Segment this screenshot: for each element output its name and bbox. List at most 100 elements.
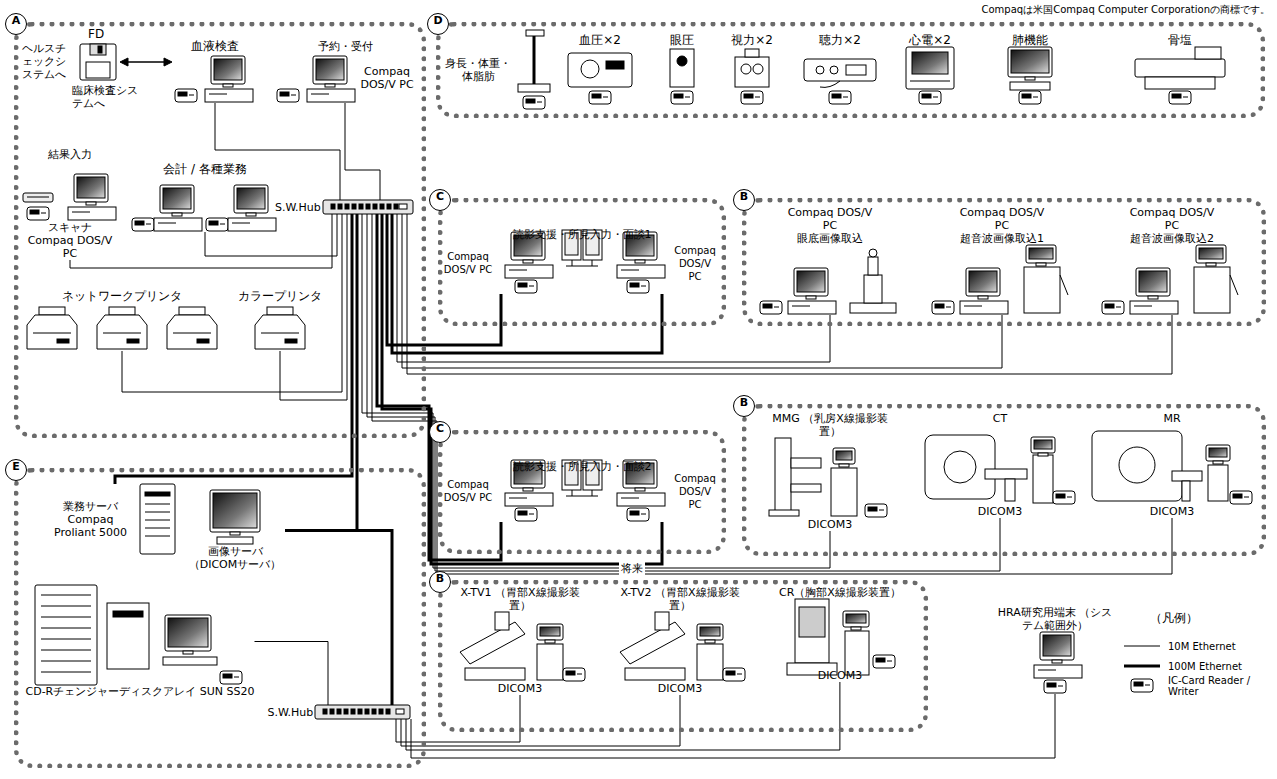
- device-node: 身長・体重・体脂肪: [442, 30, 558, 110]
- device-row: 身長・体重・体脂肪: [442, 30, 558, 110]
- ethernet-10m: [397, 214, 830, 362]
- device-illustration: [323, 200, 413, 214]
- device-icon: [323, 200, 413, 214]
- device-node: 視力×2: [723, 34, 781, 105]
- annotation: 臨床検査システムへ: [72, 84, 142, 110]
- device-node: MRDICOM3: [1088, 412, 1256, 518]
- device-row: [31, 585, 249, 685]
- device-row: Compaq DOS/V PC: [273, 53, 417, 103]
- device-icon: [800, 47, 880, 105]
- device-label: DICOM3: [498, 682, 543, 695]
- device-node: 骨塩: [1131, 34, 1229, 105]
- device-label: CT: [993, 412, 1007, 425]
- ethernet-100m: [285, 531, 392, 706]
- device-node: X-TV2 （胃部X線撮影装置）DICOM3: [611, 586, 749, 695]
- device-illustration: [1000, 47, 1060, 105]
- device-illustration: [662, 47, 702, 105]
- label-column: Compaq DOS/V PC: [669, 244, 721, 283]
- device-icon: [900, 47, 960, 105]
- group-region: BX-TV1 （胃部X線撮影装置）DICOM3X-TV2 （胃部X線撮影装置）D…: [438, 580, 928, 732]
- device-label: 身長・体重・体脂肪: [444, 57, 512, 83]
- device-icon: [785, 599, 895, 669]
- ethernet-10m: [122, 214, 342, 392]
- device-row: [896, 47, 964, 105]
- device-label: CD-Rチェンジャーディスクアレイ SUN SS20: [26, 685, 255, 698]
- group-letter: E: [5, 459, 27, 481]
- device-row: [1098, 245, 1246, 315]
- device-icon: [1102, 245, 1242, 315]
- annotation: （凡例）: [1150, 612, 1198, 625]
- device-illustration: [1092, 425, 1252, 505]
- legend-text: 10M Ethernet: [1168, 641, 1236, 652]
- device-illustration: [205, 490, 265, 545]
- device-label: 業務サーバ Compaq Proliant 5000: [49, 500, 133, 539]
- device-label: Compaq DOS/V PC: [443, 250, 493, 276]
- device-icon: [315, 705, 410, 719]
- device-label: 会計 / 各種業務: [163, 163, 247, 176]
- device-label: 予約・受付: [318, 40, 373, 53]
- device-label: 血液検査: [191, 40, 239, 53]
- legend-row: IC-Card Reader / Writer: [1122, 676, 1277, 696]
- device-node: 会計 / 各種業務: [128, 163, 282, 232]
- device-row: Compaq DOS/V PC: [441, 232, 561, 294]
- device-row: [781, 599, 899, 669]
- device-node: カラープリンタ: [238, 290, 322, 351]
- device-label: 心電×2: [909, 34, 951, 47]
- device-row: [451, 612, 589, 682]
- device-illustration: [607, 232, 669, 294]
- ethernet-10m: [345, 103, 380, 200]
- device-illustration: [455, 612, 585, 682]
- device-row: [761, 438, 899, 518]
- device-label: ネットワークプリンタ: [62, 290, 182, 303]
- annotation: FD: [88, 28, 104, 41]
- device-icon: [455, 612, 585, 682]
- device-node: CTDICOM3: [921, 412, 1079, 518]
- ethernet-10m: [411, 694, 1055, 758]
- device-label: カラープリンタ: [238, 290, 322, 303]
- device-row: [246, 303, 314, 351]
- device-icon: [175, 53, 255, 103]
- device-icon: [135, 484, 180, 554]
- group-region: D身長・体重・体脂肪血圧×2眼圧視力×2聴力×2心電×2肺機能骨塩: [436, 22, 1265, 118]
- device-icon: [35, 585, 245, 685]
- device-node: HRA研究用端末 （システム範囲外）: [998, 606, 1113, 694]
- device-illustration: [495, 232, 557, 294]
- device-icon: [932, 245, 1072, 315]
- device-row: [658, 47, 706, 105]
- device-label: Compaq DOS/V PC: [443, 478, 493, 504]
- group-letter: A: [5, 13, 27, 35]
- device-label: 骨塩: [1168, 34, 1192, 47]
- device-illustration: [932, 245, 1072, 315]
- group-region: BMMG （乳房X線撮影装置）DICOM3CTDICOM3MRDICOM3: [742, 404, 1266, 556]
- device-label: Compaq DOS/V PC: [671, 472, 719, 511]
- device-row: [796, 47, 884, 105]
- device-icon: [925, 425, 1075, 505]
- device-illustration: [23, 161, 118, 221]
- device-node: 結果入力スキャナCompaq DOS/V PC: [19, 148, 122, 260]
- device-node: S.W.Hub: [273, 200, 417, 214]
- device-illustration: [35, 585, 245, 685]
- device-icon: [22, 303, 222, 351]
- device-node: 血圧×2: [556, 34, 644, 105]
- device-label: S.W.Hub: [275, 201, 321, 214]
- device-icon: [1092, 425, 1252, 505]
- label-column: Compaq DOS/V PC: [441, 250, 495, 276]
- device-illustration: [1135, 47, 1225, 105]
- group-heading: 読影支援・所見入力・面談2: [443, 460, 721, 473]
- device-row: [128, 176, 282, 232]
- label-column: 身長・体重・体脂肪: [442, 57, 514, 83]
- device-label: S.W.Hub: [268, 706, 314, 719]
- device-node: CR（胸部X線撮影装置）DICOM3: [779, 586, 901, 682]
- device-label: Compaq DOS/V PC: [671, 244, 719, 283]
- device-row: [556, 47, 644, 105]
- label-column: S.W.Hub: [266, 706, 316, 719]
- ethernet-10m: [362, 214, 830, 568]
- device-label: DICOM3: [808, 518, 853, 531]
- device-label: 画像サーバ （DICOMサーバ）: [185, 545, 285, 571]
- device-node: 肺機能: [996, 34, 1064, 105]
- device-row: S.W.Hub: [273, 200, 417, 214]
- device-node: 業務サーバ Compaq Proliant 5000: [47, 484, 184, 554]
- group-region: C読影支援・所見入力・面談2Compaq DOS/V PCCompaq DOS/…: [438, 430, 726, 554]
